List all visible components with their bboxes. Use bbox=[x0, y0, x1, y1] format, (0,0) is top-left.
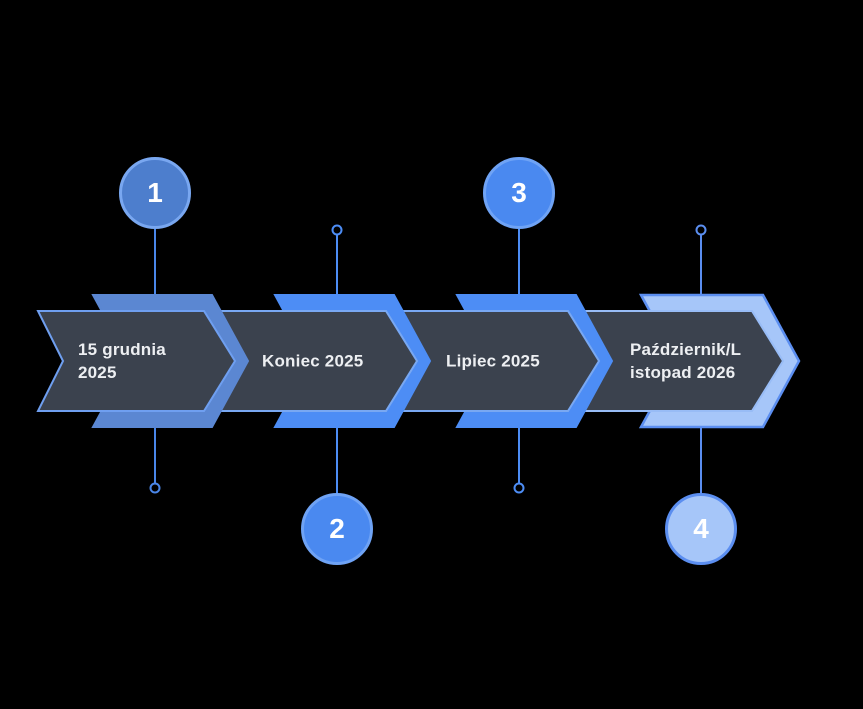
step-number-badge: 1 bbox=[119, 157, 191, 229]
step-group-1 bbox=[36, 229, 250, 494]
step-number-badge: 2 bbox=[301, 493, 373, 565]
step-group-3 bbox=[400, 229, 614, 494]
chevron-arrow-panel bbox=[36, 310, 237, 412]
endpoint-ring bbox=[513, 482, 525, 494]
step-number: 3 bbox=[511, 177, 527, 208]
step-number: 2 bbox=[329, 513, 345, 544]
step-label: Koniec 2025 bbox=[262, 351, 364, 371]
step-label: 15 grudnia 2025 bbox=[78, 340, 166, 382]
step-number-badge: 3 bbox=[483, 157, 555, 229]
step-group-4 bbox=[582, 224, 801, 494]
endpoint-ring bbox=[695, 224, 707, 236]
step-group-2 bbox=[218, 224, 432, 494]
step-number: 4 bbox=[693, 513, 709, 544]
step-number-badge: 4 bbox=[665, 493, 737, 565]
step-number: 1 bbox=[147, 177, 163, 208]
endpoint-ring bbox=[149, 482, 161, 494]
step-label: Październik/L istopad 2026 bbox=[630, 340, 742, 382]
step-label: Lipiec 2025 bbox=[446, 351, 540, 371]
endpoint-ring bbox=[331, 224, 343, 236]
